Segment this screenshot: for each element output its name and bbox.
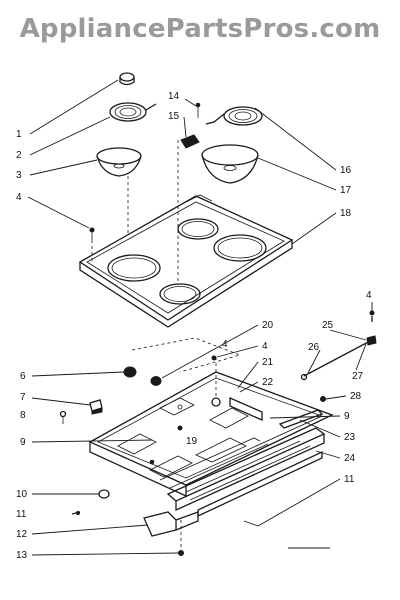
cooktop-panel: [78, 194, 294, 328]
callout-20: 20: [262, 320, 274, 331]
surface-element-left: [109, 102, 157, 122]
callout-4-lower-left: 4: [262, 341, 268, 352]
knob-20: [150, 376, 162, 386]
callout-16: 16: [340, 165, 352, 176]
callout-13: 13: [16, 550, 28, 561]
callout-27: 27: [352, 371, 364, 382]
callout-10: 10: [16, 489, 28, 500]
callout-8: 8: [20, 410, 26, 421]
screw-13: [178, 550, 184, 556]
callout-9-left: 9: [20, 437, 26, 448]
surface-element-right: [205, 106, 263, 126]
callout-12: 12: [16, 529, 28, 540]
callout-26: 26: [308, 342, 320, 353]
bracket-23: [278, 409, 324, 429]
screw-11-left: [71, 511, 81, 515]
screw-cooktop: [89, 227, 95, 240]
clip-10: [98, 489, 110, 499]
callout-28: 28: [350, 391, 362, 402]
knob-6: [123, 366, 137, 378]
callout-21: 21: [262, 357, 274, 368]
site-watermark: AppliancePartsPros.com: [19, 14, 381, 44]
callout-1: 1: [16, 129, 22, 140]
trim-strip: [143, 450, 323, 537]
leader-lines: [27, 79, 373, 556]
screw-8: [59, 410, 67, 424]
burner-box: [88, 371, 334, 498]
callout-19: 19: [186, 436, 198, 447]
main-top-assembly: [59, 337, 334, 556]
callout-6: 6: [20, 371, 26, 382]
callout-4-right: 4: [366, 290, 372, 301]
cooktop-assembly: [78, 72, 294, 328]
drip-pan-left: [96, 147, 142, 177]
callout-14: 14: [168, 91, 180, 102]
callout-3: 3: [16, 170, 22, 181]
callout-15: 15: [168, 111, 180, 122]
surface-unit-cap: [119, 72, 135, 86]
callout-24: 24: [344, 453, 356, 464]
callout-4-mid: 4: [222, 339, 228, 350]
callout-11-right: 11: [344, 474, 355, 485]
bracket-7: [89, 399, 103, 415]
callout-numbers: 1 2 3 4 14 15 16 17 18 4 6 7 8 9 10 11 1…: [16, 91, 372, 561]
callout-23: 23: [344, 432, 356, 443]
callout-11-left: 11: [16, 509, 27, 520]
callout-9-right: 9: [344, 411, 350, 422]
callout-7: 7: [20, 392, 26, 403]
terminal-block: [180, 102, 201, 149]
front-rail: [159, 427, 326, 512]
callout-22: 22: [262, 377, 274, 388]
callout-18: 18: [340, 208, 352, 219]
drip-pan-right: [201, 144, 259, 184]
callout-4-top: 4: [16, 192, 22, 203]
hinge-rod-parts: [300, 310, 377, 402]
callout-25: 25: [322, 320, 334, 331]
callout-17: 17: [340, 185, 352, 196]
callout-2: 2: [16, 150, 22, 161]
